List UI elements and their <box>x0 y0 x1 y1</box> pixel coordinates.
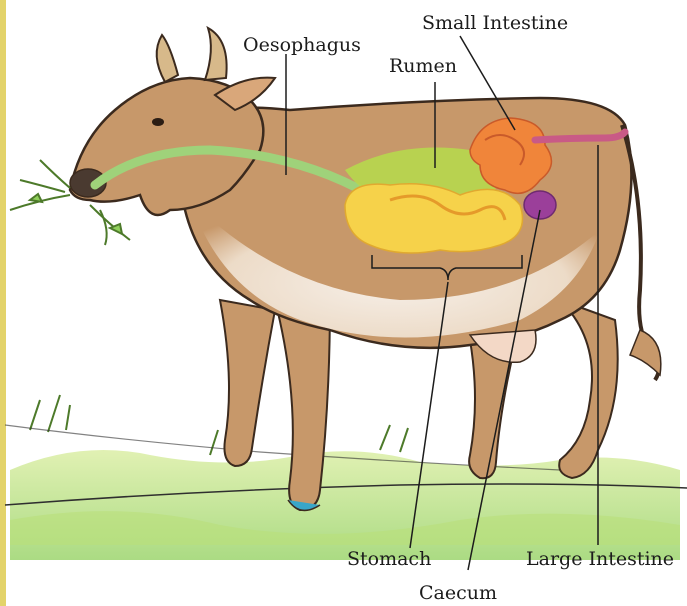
label-oesophagus: Oesophagus <box>243 36 361 55</box>
label-stomach: Stomach <box>347 550 431 569</box>
cow-horn-left <box>157 35 178 82</box>
stomach-organ <box>345 184 523 253</box>
ground-grass <box>5 395 687 560</box>
label-large-intestine: Large Intestine <box>526 550 674 569</box>
label-small-intestine: Small Intestine <box>422 14 568 33</box>
label-rumen: Rumen <box>389 57 457 76</box>
caecum-organ <box>524 191 556 219</box>
cow-horn-right <box>205 28 227 80</box>
label-caecum: Caecum <box>419 584 497 603</box>
cow-eye <box>152 118 164 126</box>
